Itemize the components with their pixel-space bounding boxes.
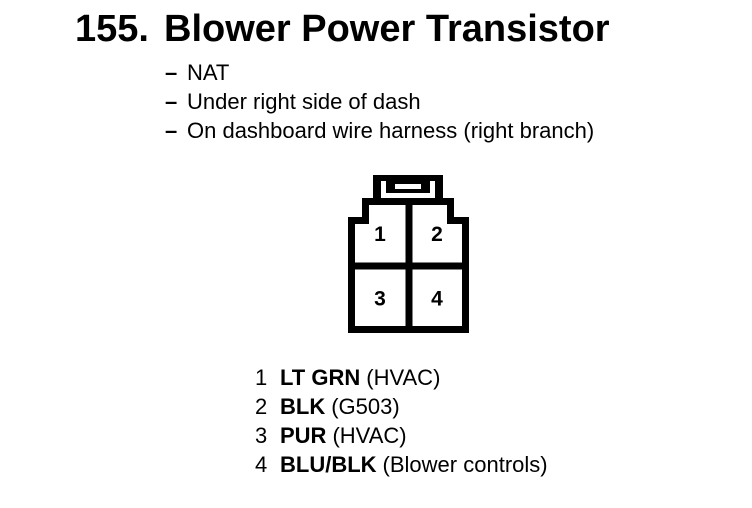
pin-number-3: 3 [374,288,386,311]
note-text: On dashboard wire harness (right branch) [187,118,595,143]
note-text: Under right side of dash [187,89,421,114]
section-title: Blower Power Transistor [164,8,610,50]
legend-destination: (G503) [331,394,400,419]
pin-number-2: 2 [431,223,443,246]
legend-wire-color: BLK [280,394,326,419]
section-number: 155. [75,8,149,50]
legend-wire-color: LT GRN [280,365,361,390]
table-row: 4 BLU/BLK(Blower controls) [255,450,548,479]
legend-destination: (Blower controls) [382,452,548,477]
location-notes: –NAT –Under right side of dash –On dashb… [165,58,594,145]
legend-wire-color: BLU/BLK [280,452,377,477]
table-row: 1 LT GRN(HVAC) [255,363,548,392]
list-item: –NAT [165,58,594,87]
legend-destination: (HVAC) [332,423,407,448]
table-row: 2 BLK(G503) [255,392,548,421]
bullet-dash: – [165,89,178,114]
tab-slot [395,184,421,189]
legend-pin-number: 2 [255,394,268,419]
note-text: NAT [187,60,230,85]
bullet-dash: – [165,118,178,143]
bullet-dash: – [165,60,178,85]
legend-pin-number: 4 [255,452,268,477]
list-item: –Under right side of dash [165,87,594,116]
list-item: –On dashboard wire harness (right branch… [165,116,594,145]
pin-number-1: 1 [374,223,386,246]
page-title: 155. Blower Power Transistor [75,9,610,49]
pin-cavity-2 [412,205,462,263]
pin-number-4: 4 [431,288,443,311]
legend-pin-number: 1 [255,365,268,390]
pin-cavity-3 [355,269,406,326]
table-row: 3 PUR(HVAC) [255,421,548,450]
legend-wire-color: PUR [280,423,327,448]
pin-cavity-1 [355,205,406,263]
connector-diagram: 1 2 3 4 [348,175,469,333]
legend-pin-number: 3 [255,423,268,448]
pin-cavity-4 [412,269,462,326]
legend-destination: (HVAC) [366,365,441,390]
